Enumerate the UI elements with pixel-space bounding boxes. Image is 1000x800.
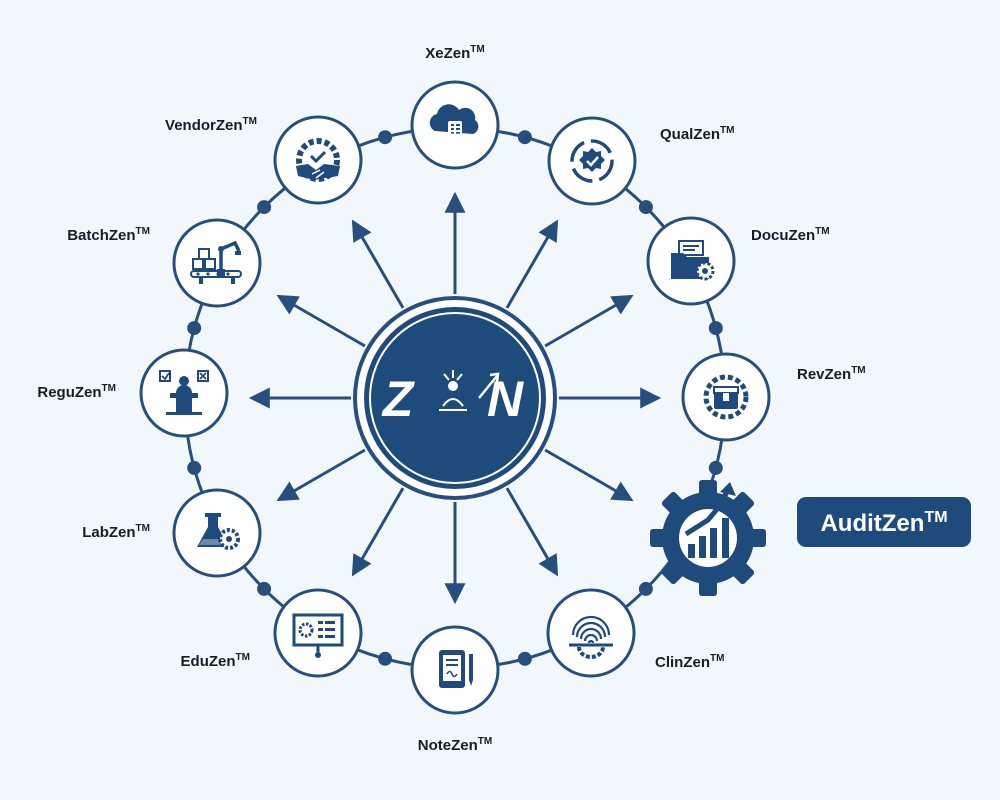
spoke-arrow (505, 219, 559, 309)
spoke-arrow (544, 294, 634, 348)
ring-dot (638, 581, 653, 596)
node-clinzen[interactable] (546, 588, 636, 678)
node-docuzen[interactable] (646, 216, 736, 306)
cycle-badge-check-icon (570, 139, 614, 183)
ring-dot (378, 130, 393, 145)
conveyor-robot-arm-icon (190, 240, 242, 284)
label-clinzen: ClinZenTM (655, 653, 724, 671)
spoke-arrow (276, 294, 366, 348)
ring-dot (708, 460, 723, 475)
hub-letter-n: N (487, 371, 524, 427)
ring-dot (378, 651, 393, 666)
label-batchzen: BatchZenTM (67, 226, 150, 244)
node-xezen[interactable] (410, 80, 500, 170)
spoke-arrow (544, 448, 634, 502)
node-reguzen[interactable] (139, 348, 229, 438)
node-vendorzen[interactable] (273, 115, 363, 205)
label-revzen: RevZenTM (797, 365, 866, 383)
ring-dot (708, 321, 723, 336)
spoke-arrow (351, 219, 405, 309)
label-auditzen: AuditZenTM (820, 509, 947, 537)
spoke-arrow (276, 448, 366, 502)
label-notezen: NoteZenTM (418, 736, 492, 754)
label-xezen: XeZenTM (425, 44, 484, 62)
label-qualzen: QualZenTM (660, 125, 734, 143)
node-notezen[interactable] (410, 625, 500, 715)
presentation-board-icon (292, 613, 344, 658)
tablet-pen-icon (439, 650, 473, 688)
spoke-arrow (351, 487, 405, 577)
node-eduzen[interactable] (273, 588, 363, 678)
hub-logo: Z N (353, 296, 557, 500)
ring-dot (638, 200, 653, 215)
gear-box-icon (703, 374, 749, 420)
ring-dot (257, 581, 272, 596)
ring-dots (187, 130, 723, 666)
ring-dot (187, 460, 202, 475)
ring-dot (187, 321, 202, 336)
auditzen-badge[interactable]: AuditZenTM (797, 497, 971, 547)
label-reguzen: ReguZenTM (37, 383, 116, 401)
meditating-figure-up-arrow-icon (439, 370, 500, 411)
node-auditzen[interactable] (650, 480, 766, 596)
node-qualzen[interactable] (547, 116, 637, 206)
podium-checkbox-icon (159, 370, 209, 415)
label-eduzen: EduZenTM (181, 652, 250, 670)
cloud-checklist-icon (429, 104, 479, 135)
ring-dot (517, 651, 532, 666)
label-vendorzen: VendorZenTM (165, 116, 257, 134)
gear-handshake-icon (296, 138, 340, 182)
label-docuzen: DocuZenTM (751, 226, 830, 244)
ring-dot (257, 200, 272, 215)
fingerprint-gear-icon (569, 615, 613, 659)
label-labzen: LabZenTM (82, 523, 150, 541)
spoke-arrows (248, 191, 662, 605)
node-revzen[interactable] (681, 352, 771, 442)
ring-dot (517, 130, 532, 145)
spoke-arrow (505, 487, 559, 577)
node-labzen[interactable] (172, 488, 262, 578)
gear-growth-chart-icon (650, 480, 766, 596)
node-batchzen[interactable] (172, 218, 262, 308)
node-labels: XeZenTM QualZenTM DocuZenTM RevZenTM Aud… (37, 44, 971, 754)
flask-gear-icon (197, 513, 240, 550)
node-ring (139, 80, 771, 715)
hub-letter-z: Z (381, 371, 416, 427)
folder-gear-icon (671, 240, 715, 281)
